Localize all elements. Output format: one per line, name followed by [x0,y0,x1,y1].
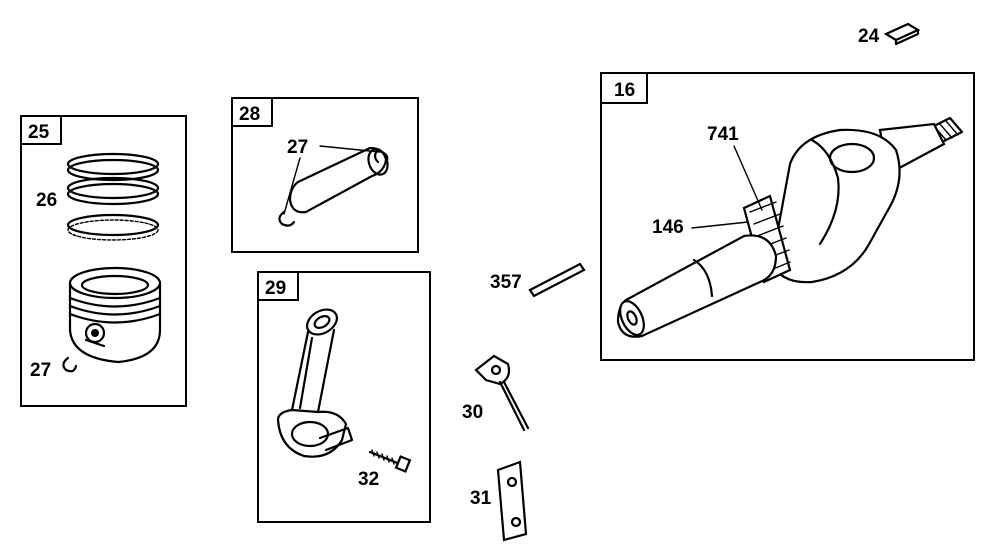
box-28-tag [231,97,273,127]
leader-146 [691,221,749,229]
key-icon [883,22,921,42]
callout-146: 146 [652,217,684,238]
leader-27-b [283,157,301,215]
part-24-key: 24 [858,22,921,47]
callout-741: 741 [707,124,739,145]
circlip-icon [62,356,78,373]
part-357-rod: 357 [490,262,586,298]
box-16-crankshaft: 16 741 146 [600,72,975,361]
leader-27-a [319,145,381,153]
lock-plate-icon [496,460,528,542]
box-29-frame [257,271,431,523]
rod-icon [528,262,586,298]
piston-icon [68,266,162,364]
box-29-connecting-rod: 29 32 [257,271,431,523]
box-25-piston-assembly: 25 26 27 [20,115,187,407]
connecting-rod-icon [276,308,354,458]
callout-26: 26 [36,190,57,211]
box-16-number: 16 [614,80,635,101]
callout-32: 32 [358,469,379,490]
crankshaft-icon [616,116,964,338]
box-28-piston-pin: 28 27 [231,97,419,253]
leader-741 [733,145,763,211]
part-30-oil-dipper: 30 [462,354,530,432]
box-28-number: 28 [239,104,260,125]
box-25-tag [20,115,62,145]
box-29-tag [257,271,299,301]
part-31-lock-plate: 31 [470,460,528,542]
piston-rings-icon [66,152,160,241]
rod-bolt-icon [368,449,412,473]
box-29-number: 29 [265,278,286,299]
callout-31: 31 [470,488,492,509]
callout-30: 30 [462,402,483,423]
circlip-bottom-icon [278,210,296,227]
callout-27-pin: 27 [287,137,308,158]
circlip-top-icon [373,148,389,164]
callout-24: 24 [858,26,880,47]
box-16-tag [600,72,648,104]
box-25-number: 25 [28,122,50,143]
callout-27-piston: 27 [30,360,51,381]
callout-357: 357 [490,272,522,293]
